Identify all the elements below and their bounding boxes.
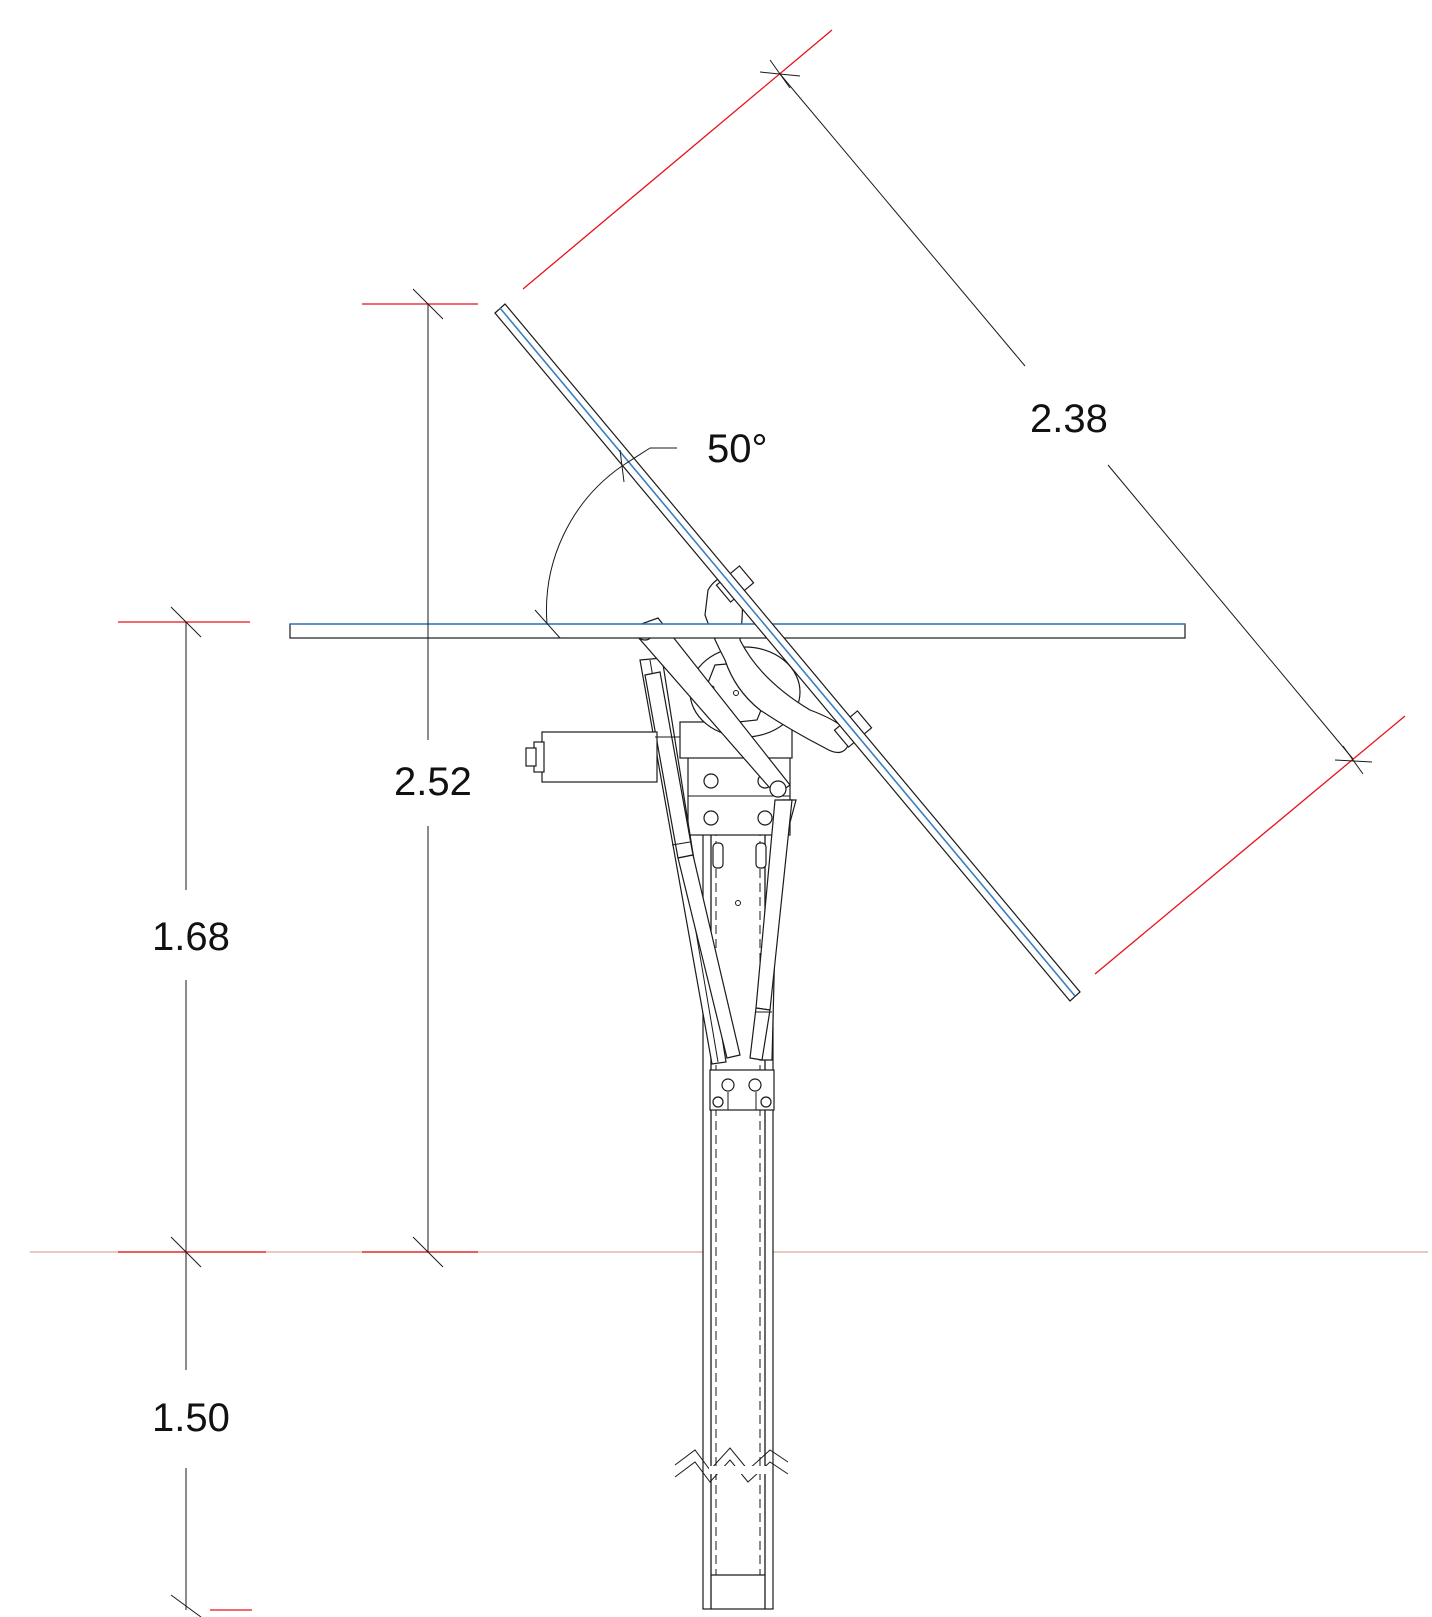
angle-dimension: 50° <box>534 427 768 639</box>
pivot-bolt-icon <box>769 780 787 798</box>
bolt-icon <box>703 810 719 826</box>
actuator-right <box>749 799 793 1061</box>
pivot-height-dimension: 1.68 <box>118 606 266 1268</box>
actuator-base-bracket <box>709 1069 775 1111</box>
panel-width-label: 2.38 <box>1030 397 1108 441</box>
post <box>674 756 789 1610</box>
panel-width-dimension: 2.38 <box>522 29 1406 975</box>
bolt-icon <box>703 773 719 789</box>
actuator-left <box>644 671 741 1059</box>
max-height-label: 2.52 <box>394 760 472 804</box>
bolt-icon <box>757 810 773 826</box>
embed-depth-dimension: 1.50 <box>152 1252 252 1617</box>
drive-motor <box>525 731 692 783</box>
max-height-dimension: 2.52 <box>362 288 478 1268</box>
bolt-icon <box>712 1096 724 1108</box>
pivot-height-label: 1.68 <box>152 915 230 959</box>
embed-depth-label: 1.50 <box>152 1396 230 1440</box>
tilt-angle-label: 50° <box>707 427 768 471</box>
panel-tilted <box>494 303 1081 1002</box>
bolt-icon <box>760 1096 772 1108</box>
panel-flat <box>289 623 1186 639</box>
